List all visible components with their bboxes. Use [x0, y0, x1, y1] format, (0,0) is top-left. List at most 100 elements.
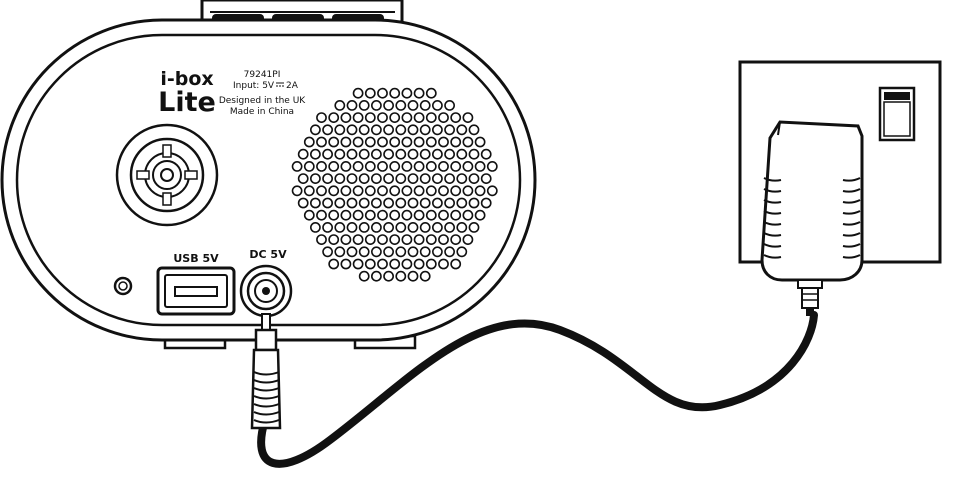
speaker-hole [370, 270, 382, 282]
speaker-hole [364, 112, 376, 123]
adapter-rib [763, 177, 782, 182]
speaker-hole [328, 258, 340, 270]
speaker-hole [444, 246, 455, 258]
speaker-hole [334, 221, 346, 233]
speaker-hole [462, 234, 474, 245]
speaker-hole [334, 148, 346, 160]
speaker-hole [389, 112, 401, 123]
speaker-hole [438, 234, 449, 245]
speaker-hole [364, 234, 376, 245]
speaker-hole [370, 124, 382, 136]
speaker-hole [370, 197, 382, 209]
speaker-hole [462, 136, 474, 148]
speaker-hole [419, 270, 431, 282]
speaker-hole [291, 160, 303, 172]
plug-rib [253, 419, 280, 424]
speaker-hole [364, 209, 376, 221]
speaker-hole [474, 136, 486, 148]
speaker-hole [383, 197, 394, 209]
speaker-hole [468, 124, 480, 136]
adapter-rib [763, 254, 782, 259]
speaker-hole [407, 221, 419, 233]
made-in: Made in China [230, 107, 294, 117]
speaker-hole [486, 160, 498, 172]
speaker-hole [425, 87, 437, 99]
speaker-hole [340, 160, 352, 172]
speaker-hole [303, 185, 315, 197]
speaker-hole [370, 246, 382, 258]
speaker-hole [364, 258, 376, 270]
dc-jack-icon[interactable] [239, 264, 293, 318]
input-rating: Input: 5V 2A [233, 81, 299, 91]
power-adapter-icon [760, 120, 864, 316]
speaker-hole [297, 173, 309, 184]
adapter-rib [763, 221, 782, 226]
speaker-hole [334, 173, 346, 184]
plug-rib [253, 371, 280, 376]
speaker-hole [389, 258, 401, 270]
speaker-hole [413, 160, 425, 172]
speaker-hole [334, 197, 346, 209]
speaker-hole [419, 173, 431, 184]
speaker-hole [334, 246, 346, 258]
speaker-hole [450, 209, 462, 221]
speaker-hole [407, 100, 419, 111]
speaker-hole [346, 197, 358, 209]
speaker-hole [456, 124, 468, 136]
speaker-hole [407, 270, 419, 282]
speaker-hole [346, 100, 358, 111]
plug-rib [253, 395, 280, 400]
speaker-hole [377, 87, 388, 99]
speaker-hole [462, 160, 474, 172]
speaker-hole [316, 209, 327, 221]
speaker-hole [358, 221, 370, 233]
rotary-knob-icon[interactable] [115, 123, 219, 227]
speaker-hole [456, 148, 468, 160]
speaker-hole [401, 112, 413, 123]
speaker-hole [474, 160, 486, 172]
speaker-hole [431, 100, 443, 111]
speaker-hole [383, 100, 394, 111]
speaker-hole [383, 124, 394, 136]
adapter-rib [842, 243, 861, 248]
speaker-hole [474, 185, 486, 197]
speaker-hole [346, 173, 358, 184]
speaker-hole [456, 246, 468, 258]
speaker-hole [425, 234, 437, 245]
speaker-hole [383, 221, 394, 233]
speaker-hole [401, 185, 413, 197]
speaker-hole [303, 209, 315, 221]
speaker-hole [377, 258, 388, 270]
adapter-rib [842, 177, 861, 182]
speaker-hole [431, 173, 443, 184]
speaker-hole [309, 124, 321, 136]
plug-rib [253, 403, 280, 408]
speaker-hole [328, 112, 340, 123]
speaker-hole [346, 246, 358, 258]
adapter-rib [842, 254, 861, 259]
adapter-rib [842, 221, 861, 226]
speaker-hole [419, 246, 431, 258]
speaker-hole [480, 197, 492, 209]
speaker-hole [438, 209, 449, 221]
speaker-hole [413, 209, 425, 221]
speaker-hole [425, 185, 437, 197]
usb-port-icon[interactable] [156, 266, 236, 316]
speaker-hole [468, 173, 480, 184]
speaker-hole [389, 185, 401, 197]
speaker-hole [328, 234, 340, 245]
speaker-hole [322, 197, 333, 209]
speaker-hole [389, 209, 401, 221]
speaker-hole [425, 258, 437, 270]
speaker-hole [352, 185, 364, 197]
speaker-hole [370, 221, 382, 233]
speaker-hole [401, 234, 413, 245]
speaker-hole [407, 197, 419, 209]
speaker-hole [419, 148, 431, 160]
reset-pinhole-icon[interactable] [113, 276, 133, 296]
plug-rib [253, 387, 280, 392]
speaker-hole [480, 173, 492, 184]
adapter-rib [763, 210, 782, 215]
speaker-hole [450, 136, 462, 148]
